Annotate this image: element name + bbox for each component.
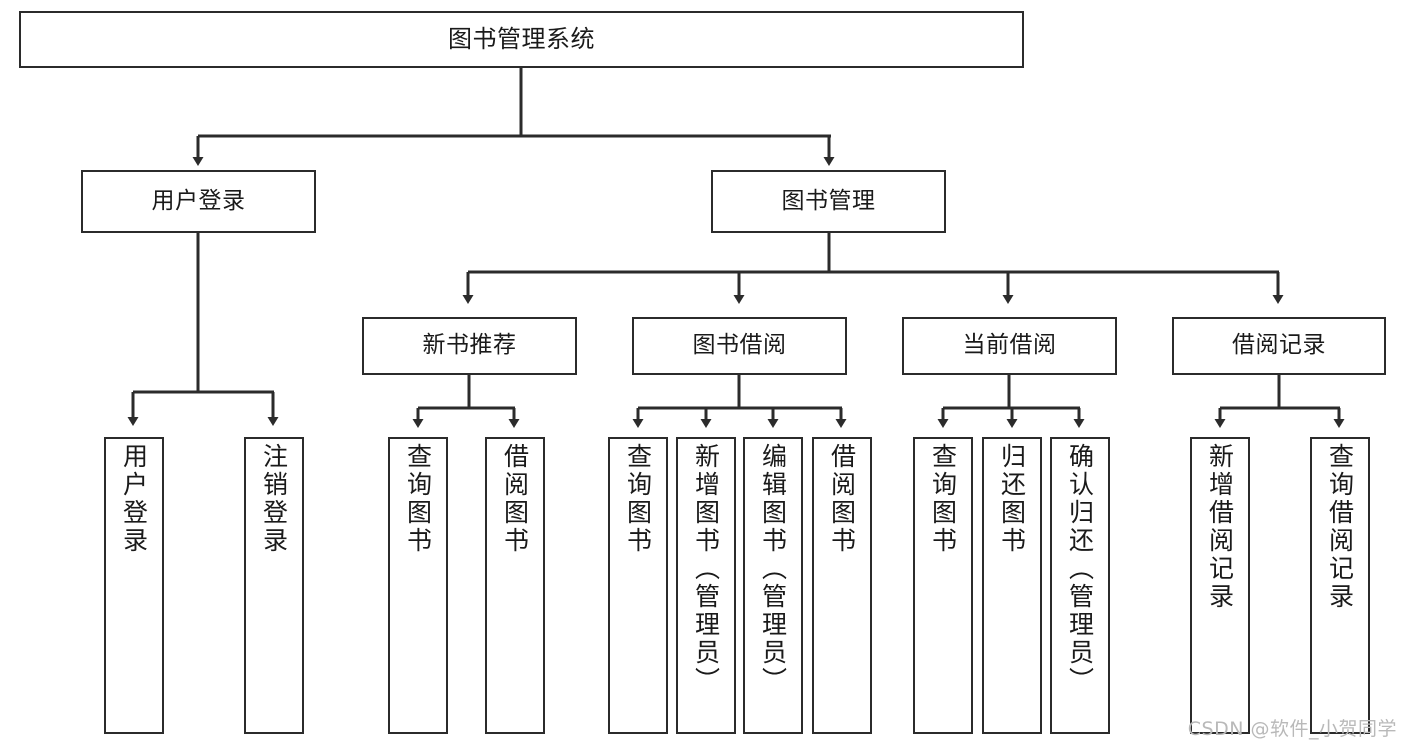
node-leaf-query-book-2-label: 查询图书	[623, 443, 653, 555]
node-leaf-query-book-1[interactable]: 查询图书	[388, 437, 448, 734]
node-leaf-add-book-label: 新增图书（管理员）	[691, 443, 721, 695]
node-new-book-recommend[interactable]: 新书推荐	[362, 317, 577, 375]
node-leaf-query-book-3[interactable]: 查询图书	[913, 437, 973, 734]
node-leaf-confirm-return-label: 确认归还（管理员）	[1065, 443, 1095, 695]
node-leaf-query-record[interactable]: 查询借阅记录	[1310, 437, 1370, 734]
node-leaf-add-record-label: 新增借阅记录	[1205, 443, 1235, 611]
node-leaf-borrow-book-2[interactable]: 借阅图书	[812, 437, 872, 734]
node-user-login-label: 用户登录	[151, 187, 246, 214]
node-new-book-recommend-label: 新书推荐	[422, 332, 517, 359]
node-root-label: 图书管理系统	[448, 25, 595, 54]
node-leaf-add-record[interactable]: 新增借阅记录	[1190, 437, 1250, 734]
node-current-borrow[interactable]: 当前借阅	[902, 317, 1117, 375]
node-borrow-record[interactable]: 借阅记录	[1172, 317, 1386, 375]
node-leaf-edit-book-label: 编辑图书（管理员）	[758, 443, 788, 695]
node-book-manage-label: 图书管理	[781, 187, 876, 214]
node-leaf-query-book-1-label: 查询图书	[403, 443, 433, 555]
node-leaf-logout-label: 注销登录	[259, 443, 289, 555]
node-leaf-user-login-label: 用户登录	[119, 443, 149, 555]
node-book-borrow[interactable]: 图书借阅	[632, 317, 847, 375]
node-leaf-return-book-label: 归还图书	[997, 443, 1027, 555]
node-leaf-add-book[interactable]: 新增图书（管理员）	[676, 437, 736, 734]
node-root[interactable]: 图书管理系统	[19, 11, 1024, 68]
node-current-borrow-label: 当前借阅	[962, 332, 1057, 359]
node-leaf-logout[interactable]: 注销登录	[244, 437, 304, 734]
node-book-manage[interactable]: 图书管理	[711, 170, 946, 233]
node-leaf-query-book-2[interactable]: 查询图书	[608, 437, 668, 734]
node-leaf-return-book[interactable]: 归还图书	[982, 437, 1042, 734]
node-user-login[interactable]: 用户登录	[81, 170, 316, 233]
node-leaf-confirm-return[interactable]: 确认归还（管理员）	[1050, 437, 1110, 734]
node-leaf-borrow-book-1[interactable]: 借阅图书	[485, 437, 545, 734]
node-leaf-user-login[interactable]: 用户登录	[104, 437, 164, 734]
node-leaf-query-record-label: 查询借阅记录	[1325, 443, 1355, 611]
node-leaf-borrow-book-1-label: 借阅图书	[500, 443, 530, 555]
watermark: CSDN @软件_小贺同学	[1187, 718, 1397, 740]
node-borrow-record-label: 借阅记录	[1232, 332, 1326, 359]
node-leaf-edit-book[interactable]: 编辑图书（管理员）	[743, 437, 803, 734]
node-leaf-query-book-3-label: 查询图书	[928, 443, 958, 555]
node-leaf-borrow-book-2-label: 借阅图书	[827, 443, 857, 555]
node-book-borrow-label: 图书借阅	[692, 332, 787, 359]
